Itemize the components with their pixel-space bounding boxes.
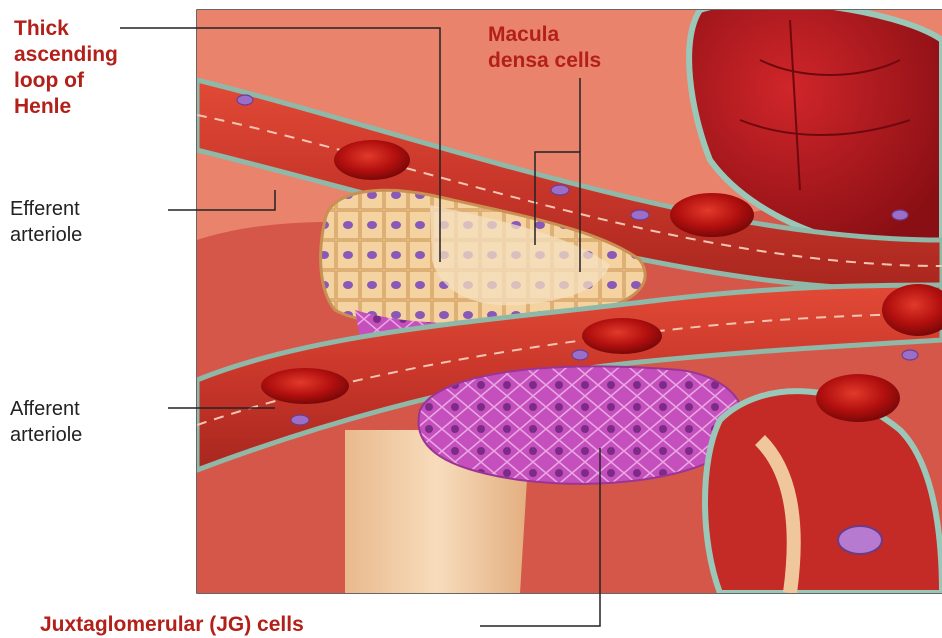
label-line: loop of — [14, 68, 118, 94]
label-line: densa cells — [488, 48, 601, 74]
label-line: Afferent — [10, 396, 82, 422]
label-line: Macula — [488, 22, 601, 48]
red-blood-cell — [582, 318, 662, 354]
label-jg-cells: Juxtaglomerular (JG) cells — [40, 612, 304, 638]
red-blood-cell — [816, 374, 900, 422]
label-line: Thick — [14, 16, 118, 42]
label-line: ascending — [14, 42, 118, 68]
label-thick-ascending-loop: Thick ascending loop of Henle — [14, 16, 118, 120]
red-blood-cell — [334, 140, 410, 180]
red-blood-cell — [670, 193, 754, 237]
label-afferent-arteriole: Afferent arteriole — [10, 396, 82, 448]
jg-cell-mass — [418, 366, 743, 483]
label-line: arteriole — [10, 222, 82, 248]
label-line: arteriole — [10, 422, 82, 448]
label-efferent-arteriole: Efferent arteriole — [10, 196, 82, 248]
label-line: Juxtaglomerular (JG) cells — [40, 613, 304, 636]
label-line: Henle — [14, 94, 118, 120]
label-macula-densa: Macula densa cells — [488, 22, 601, 74]
label-line: Efferent — [10, 196, 82, 222]
red-blood-cell — [261, 368, 349, 404]
